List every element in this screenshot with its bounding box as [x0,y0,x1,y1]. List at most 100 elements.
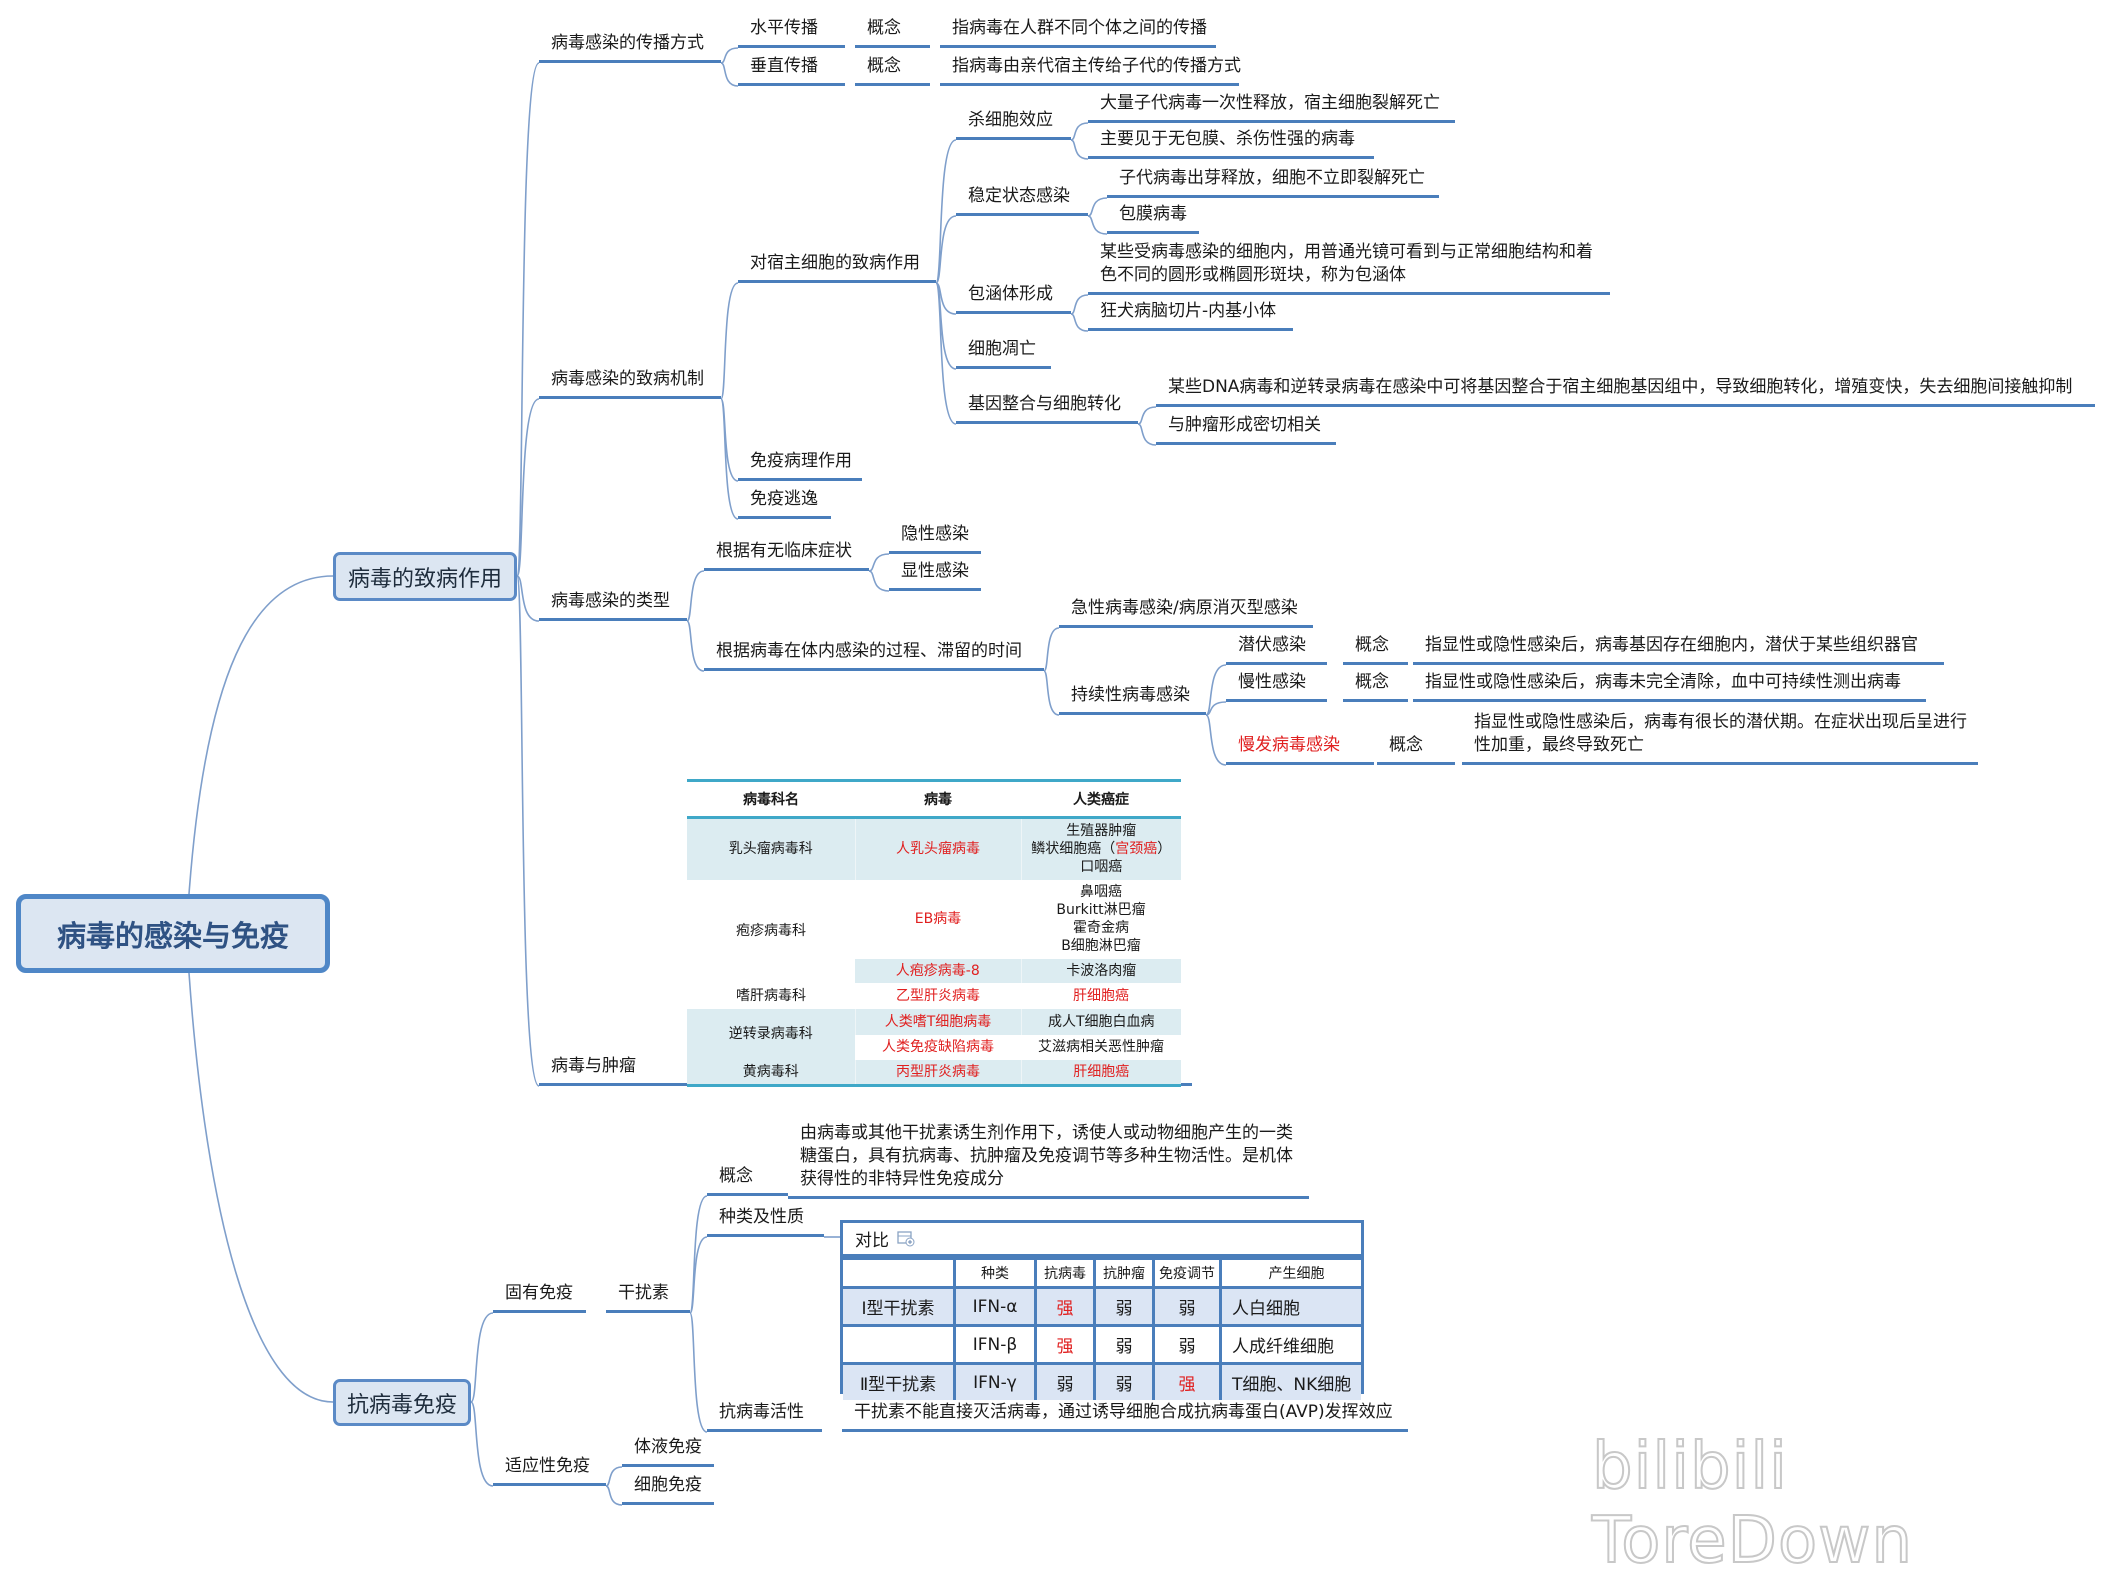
node-integration[interactable]: 基因整合与细胞转化 [956,393,1138,424]
antiviral-cell: 强 [1034,1324,1096,1365]
node-detail[interactable]: 狂犬病脑切片-内基小体 [1088,300,1293,331]
cancer-cell: 艾滋病相关恶性肿瘤 [1021,1034,1181,1060]
virus-cell: 人乳头瘤病毒 [854,817,1021,880]
topic-pathogenic[interactable]: 病毒的致病作用 [333,552,517,601]
table-title-text: 对比 [855,1231,889,1251]
node-detail[interactable]: 某些受病毒感染的细胞内，用普通光镜可看到与正常细胞结构和着 色不同的圆形或椭圆形… [1088,241,1610,295]
table-row: 疱疹病毒科 EB病毒 鼻咽癌 Burkitt淋巴瘤 霍奇金病 B细胞淋巴瘤 [687,880,1181,959]
node-detail[interactable]: 包膜病毒 [1107,203,1199,234]
node-cellular[interactable]: 细胞免疫 [622,1474,714,1505]
node-antiviral-activity[interactable]: 抗病毒活性 [707,1401,822,1432]
node-concept[interactable]: 概念 [1343,634,1408,665]
root-topic[interactable]: 病毒的感染与免疫 [16,894,330,973]
node-persistent[interactable]: 持续性病毒感染 [1059,684,1206,715]
node-detail[interactable]: 大量子代病毒一次性释放，宿主细胞裂解死亡 [1088,92,1455,123]
connector-line [516,62,540,577]
node-detail[interactable]: 主要见于无包膜、杀伤性强的病毒 [1088,128,1374,159]
interferon-comparison-table[interactable]: 对比 种类 抗病毒 抗肿瘤 免疫调节 产生细胞 Ⅰ型干扰素 IFN-α 强 弱 … [840,1220,1364,1400]
connector-line [188,972,334,1403]
node-definition[interactable]: 指显性或隐性感染后，病毒未完全清除，血中可持续性测出病毒 [1413,671,1926,702]
connector-line [516,575,540,1087]
connector-lines [188,47,1227,1506]
node-immune-escape[interactable]: 免疫逃逸 [738,488,831,519]
node-kinds[interactable]: 种类及性质 [707,1206,824,1237]
cancer-cell: 肝细胞癌 [1020,1059,1181,1086]
virus-cell: 丙型肝炎病毒 [854,1059,1021,1086]
node-chronic[interactable]: 慢性感染 [1226,671,1327,702]
connector-line [868,570,890,592]
connector-line [935,139,957,284]
node-by-symptom[interactable]: 根据有无临床症状 [704,540,869,571]
node-definition[interactable]: 干扰素不能直接灭活病毒，通过诱导细胞合成抗病毒蛋白(AVP)发挥效应 [842,1401,1408,1432]
connector-line [470,1401,494,1487]
connector-line [1070,122,1089,141]
node-host-cell[interactable]: 对宿主细胞的致病作用 [738,252,936,283]
node-concept[interactable]: 概念 [855,17,930,48]
node-transmission[interactable]: 病毒感染的传播方式 [539,32,721,63]
connector-line [1070,313,1089,332]
node-steady-state[interactable]: 稳定状态感染 [956,185,1088,216]
node-immunopathology[interactable]: 免疫病理作用 [738,450,862,481]
connector-line [1070,294,1089,315]
node-detail[interactable]: 与肿瘤形成密切相关 [1156,414,1336,445]
topic-antiviral[interactable]: 抗病毒免疫 [333,1379,471,1426]
node-mechanism[interactable]: 病毒感染的致病机制 [539,368,721,399]
family-cell: 乳头瘤病毒科 [728,841,813,858]
node-concept[interactable]: 概念 [707,1165,788,1196]
virus-cell: 乙型肝炎病毒 [896,987,980,1004]
connector-line [1137,423,1157,446]
column-header: 产生细胞 [1219,1257,1361,1289]
connector-line [605,1466,623,1487]
node-horizontal[interactable]: 水平传播 [738,17,845,48]
node-definition[interactable]: 指显性或隐性感染后，病毒基因存在细胞内，潜伏于某些组织器官 [1413,634,1944,665]
node-latent[interactable]: 潜伏感染 [1226,634,1327,665]
table-header-row: 种类 抗病毒 抗肿瘤 免疫调节 产生细胞 [843,1257,1361,1289]
column-header: 抗病毒 [1034,1257,1096,1289]
node-innate[interactable]: 固有免疫 [493,1282,586,1313]
cancer-item: 鼻咽癌 [1080,884,1122,900]
table-row: 嗜肝病毒科 乙型肝炎病毒 肝细胞癌 [687,983,1181,1009]
connector-line [1087,197,1108,217]
kind-cell: IFN-β [953,1324,1037,1365]
column-header: 病毒 [855,780,1021,819]
node-apparent[interactable]: 显性感染 [889,560,981,591]
node-cytocidal[interactable]: 杀细胞效应 [956,109,1071,140]
cancer-item: 口咽癌 [1080,859,1123,876]
connector-line [1205,664,1227,716]
connector-line [720,47,739,64]
node-interferon[interactable]: 干扰素 [606,1282,690,1313]
node-concept[interactable]: 概念 [1343,671,1408,702]
column-header: 免疫调节 [1152,1257,1222,1289]
node-definition[interactable]: 指显性或隐性感染后，病毒有很长的潜伏期。在症状出现后呈进行 性加重，最终导致死亡 [1462,711,1978,765]
node-detail[interactable]: 某些DNA病毒和逆转录病毒在感染中可将基因整合于宿主细胞基因组中，导致细胞转化，… [1156,376,2095,407]
node-definition[interactable]: 由病毒或其他干扰素诱生剂作用下，诱使人或动物细胞产生的一类 糖蛋白，具有抗病毒、… [788,1122,1309,1199]
node-detail[interactable]: 子代病毒出芽释放，细胞不立即裂解死亡 [1107,167,1439,198]
connector-line [720,62,739,87]
column-header [843,1257,956,1289]
connector-line [470,1312,494,1403]
node-inclusion-body[interactable]: 包涵体形成 [956,283,1071,314]
connector-line [720,282,739,400]
node-definition[interactable]: 指病毒由亲代宿主传给子代的传播方式 [940,55,1241,86]
producing-cell: 人白细胞 [1219,1286,1361,1327]
type-cell: Ⅱ型干扰素 [843,1362,956,1400]
table-row: Ⅱ型干扰素 IFN-γ 弱 弱 强 T细胞、NK细胞 [843,1362,1361,1400]
node-definition[interactable]: 指病毒在人群不同个体之间的传播 [940,17,1216,48]
node-vertical[interactable]: 垂直传播 [738,55,845,86]
node-inapparent[interactable]: 隐性感染 [889,523,981,554]
node-acute[interactable]: 急性病毒感染/病原消灭型感染 [1059,597,1313,628]
table-add-icon[interactable] [897,1230,915,1247]
kind-cell: IFN-γ [953,1362,1037,1400]
node-concept[interactable]: 概念 [1377,734,1455,765]
node-apoptosis[interactable]: 细胞凋亡 [956,338,1051,369]
node-humoral[interactable]: 体液免疫 [622,1436,714,1467]
family-cell: 疱疹病毒科 [736,923,806,939]
node-adaptive[interactable]: 适应性免疫 [493,1455,606,1486]
interferon-table: 种类 抗病毒 抗肿瘤 免疫调节 产生细胞 Ⅰ型干扰素 IFN-α 强 弱 弱 人… [843,1257,1361,1400]
node-slow-infection[interactable]: 慢发病毒感染 [1226,734,1374,765]
node-by-course[interactable]: 根据病毒在体内感染的过程、滞留的时间 [704,640,1044,671]
node-concept[interactable]: 概念 [855,55,930,86]
node-infection-types[interactable]: 病毒感染的类型 [539,590,687,621]
connector-line [516,398,540,577]
antitumor-cell: 弱 [1093,1286,1155,1327]
